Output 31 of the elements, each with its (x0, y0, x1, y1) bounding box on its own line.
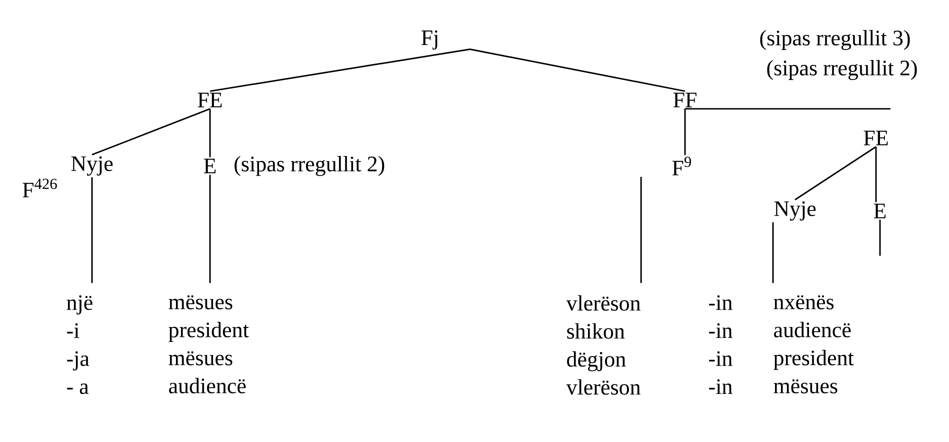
tree-branch (875, 146, 877, 202)
tree-branch (640, 176, 642, 283)
tree-label: Fj (421, 30, 438, 50)
tree-branch (685, 108, 890, 110)
tree-branch (684, 108, 686, 156)
tree-branch (91, 177, 93, 283)
tree-branch (794, 146, 876, 200)
tree-label: F$^{9}$ (672, 156, 691, 176)
tree-label: FE (864, 130, 888, 146)
tree-branch (210, 48, 470, 92)
rule-note: (sipas rregullit 2) (234, 156, 384, 176)
tree-label: FE (198, 92, 222, 108)
tree-label: FF (673, 92, 696, 108)
tree-branch (470, 48, 686, 92)
tree-label: E (204, 158, 216, 174)
tree-label: një -i -ja - a (66, 295, 92, 394)
rule-note: F$^{426}$ (22, 178, 57, 198)
tree-label: mësues president mësues audiencë (168, 295, 249, 394)
tree-branch (92, 108, 210, 156)
rule-note: (sipas rregullit 3) (760, 30, 910, 50)
tree-branch (209, 108, 211, 158)
tree-label: E (874, 204, 886, 218)
tree-branch (879, 220, 881, 256)
tree-branch (772, 222, 774, 283)
tree-label: vlerëson shikon dëgjon vlerëson (566, 295, 640, 395)
tree-label: nxënës audiencë president mësues (774, 295, 854, 394)
tree-branch (209, 174, 211, 283)
rule-note: (sipas rregullit 2) (767, 60, 917, 80)
tree-label: Nyje (774, 201, 816, 221)
tree-label: Nyje (71, 156, 113, 176)
tree-label: -in -in -in -in (709, 295, 732, 394)
